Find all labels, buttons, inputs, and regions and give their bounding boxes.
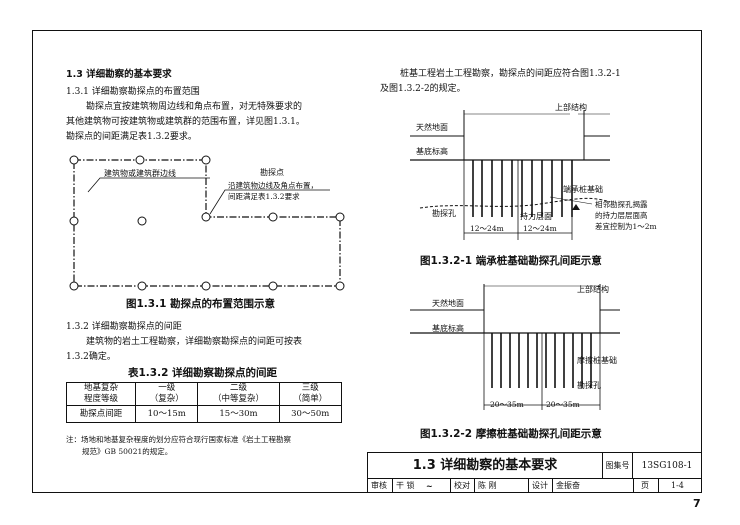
fig1321-dim-1: 12～24m — [470, 224, 504, 233]
title-block-title: 1.3 详细勘察的基本要求 — [368, 453, 603, 479]
fig1321-bearing: 持力层面 — [520, 212, 552, 221]
table-cell: 15～30m — [197, 405, 280, 423]
table-row: 勘探点间距 10～15m 15～30m 30～50m — [66, 405, 342, 423]
borehole-point — [268, 281, 278, 291]
fig1322-dim-2: 20～35m — [546, 400, 580, 409]
table-cell: 30～50m — [278, 405, 342, 423]
fig1321-pile: 端承桩基础 — [563, 185, 603, 194]
borehole-point — [335, 212, 345, 222]
sub2-text-1: 建筑物的岩土工程勘察，详细勘察勘探点的间距可按表 — [86, 337, 303, 347]
fig1321-dim-2: 12～24m — [523, 224, 557, 233]
sub1-title: 1.3.1 详细勘察勘探点的布置范围 — [66, 87, 200, 97]
fig1322-upper: 上部结构 — [577, 285, 609, 294]
sub2-text-2: 1.3.2确定。 — [66, 352, 116, 362]
leader-line — [87, 177, 210, 193]
fig131-note-2: 间距满足表1.3.2要求 — [228, 192, 300, 201]
fig131-note-1: 沿建筑物边线及角点布置， — [228, 181, 318, 190]
borehole-point — [135, 155, 145, 165]
borehole-point — [69, 216, 79, 226]
page-number: 7 — [693, 497, 701, 510]
checker-name: 陈 刚 — [478, 481, 497, 490]
set-number-label: 图集号 — [603, 453, 633, 479]
table-header-row: 地基复杂程度等级 一级（复杂） 二级（中等复杂） 三级（简单） — [66, 382, 342, 406]
fig1321-base: 基底标高 — [416, 147, 448, 156]
fig1322-dim-1: 20～35m — [490, 400, 524, 409]
sub2-title: 1.3.2 详细勘察勘探点的间距 — [66, 322, 182, 332]
fig131-diagram — [69, 155, 345, 291]
set-number: 13SG108-1 — [633, 453, 701, 479]
page-code: 1-4 — [671, 481, 684, 490]
design-label: 设计 — [532, 481, 548, 490]
fig1322-ground: 天然地面 — [432, 299, 464, 308]
borehole-point — [137, 281, 147, 291]
borehole-point — [201, 281, 211, 291]
table-header-cell: 地基复杂程度等级 — [66, 382, 136, 406]
borehole-point — [201, 212, 211, 222]
table-cell: 勘探点间距 — [66, 405, 136, 423]
borehole-point — [335, 281, 345, 291]
borehole-point — [69, 155, 79, 165]
fig1322-base: 基底标高 — [432, 324, 464, 333]
table-header-cell: 一级（复杂） — [134, 382, 199, 406]
fig1322-hole: 勘探孔 — [577, 381, 601, 390]
fig1322-caption: 图1.3.2-2 摩擦桩基础勘探孔间距示意 — [420, 428, 602, 440]
right-text-1: 桩基工程岩土工程勘察，勘探点的间距应符合图1.3.2-1 — [400, 69, 621, 79]
table132-caption: 表1.3.2 详细勘察勘探点的间距 — [128, 367, 278, 379]
borehole-point — [201, 155, 211, 165]
sub1-text-1: 勘探点宜按建筑物周边线和角点布置，对无特殊要求的 — [86, 102, 303, 112]
table-note-2: 规范》GB 50021的规定。 — [82, 447, 173, 456]
sub1-text-2: 其他建筑物可按建筑物或建筑群的范围布置，详见图1.3.1。 — [66, 117, 305, 127]
fig131-edge-label: 建筑物或建筑群边线 — [104, 169, 176, 178]
page-label: 页 — [641, 481, 649, 490]
right-text-2: 及图1.3.2-2的规定。 — [380, 84, 466, 94]
table-note-1: 注：场地和地基复杂程度的划分应符合现行国家标准《岩土工程勘察 — [66, 435, 291, 444]
section-heading: 1.3 详细勘察的基本要求 — [66, 69, 172, 80]
table-cell: 10～15m — [134, 405, 199, 423]
reviewer-signature: ~ — [426, 481, 433, 491]
fig1322-pile: 摩擦桩基础 — [577, 356, 617, 365]
fig1321-upper: 上部结构 — [555, 103, 587, 112]
table-header-cell: 三级（简单） — [278, 382, 342, 406]
fig1321-diagram — [410, 110, 611, 240]
leader-line — [209, 189, 330, 215]
fig131-point-label: 勘探点 — [260, 168, 284, 177]
fig1321-note-3: 差宜控制为1～2m — [595, 222, 657, 231]
fig1321-note-1: 相邻勘探孔揭露 — [595, 200, 648, 209]
fig1321-caption: 图1.3.2-1 端承桩基础勘探孔间距示意 — [420, 255, 602, 267]
fig1321-hole: 勘探孔 — [432, 209, 456, 218]
check-label: 校对 — [454, 481, 470, 490]
borehole-point — [69, 281, 79, 291]
borehole-point — [137, 216, 147, 226]
reviewer-name: 干 锁 — [396, 481, 415, 490]
signature-row: 审核 干 锁 ~ 校对 陈 刚 设计 金振奋 页 1-4 — [368, 479, 701, 493]
table-header-cell: 二级（中等复杂） — [197, 382, 280, 406]
fig1322-diagram — [410, 284, 620, 410]
review-label: 审核 — [371, 481, 387, 490]
fig1321-ground: 天然地面 — [416, 123, 448, 132]
borehole-point — [268, 212, 278, 222]
title-block: 1.3 详细勘察的基本要求 图集号 13SG108-1 审核 干 锁 ~ 校对 … — [367, 452, 702, 493]
fig131-caption: 图1.3.1 勘探点的布置范围示意 — [126, 298, 276, 310]
fig1321-note-2: 的持力层层面高 — [595, 211, 648, 220]
sub1-text-3: 勘探点的间距满足表1.3.2要求。 — [66, 132, 197, 142]
designer-name: 金振奋 — [556, 481, 580, 490]
spacing-table: 地基复杂程度等级 一级（复杂） 二级（中等复杂） 三级（简单） 勘探点间距 10… — [66, 382, 342, 423]
